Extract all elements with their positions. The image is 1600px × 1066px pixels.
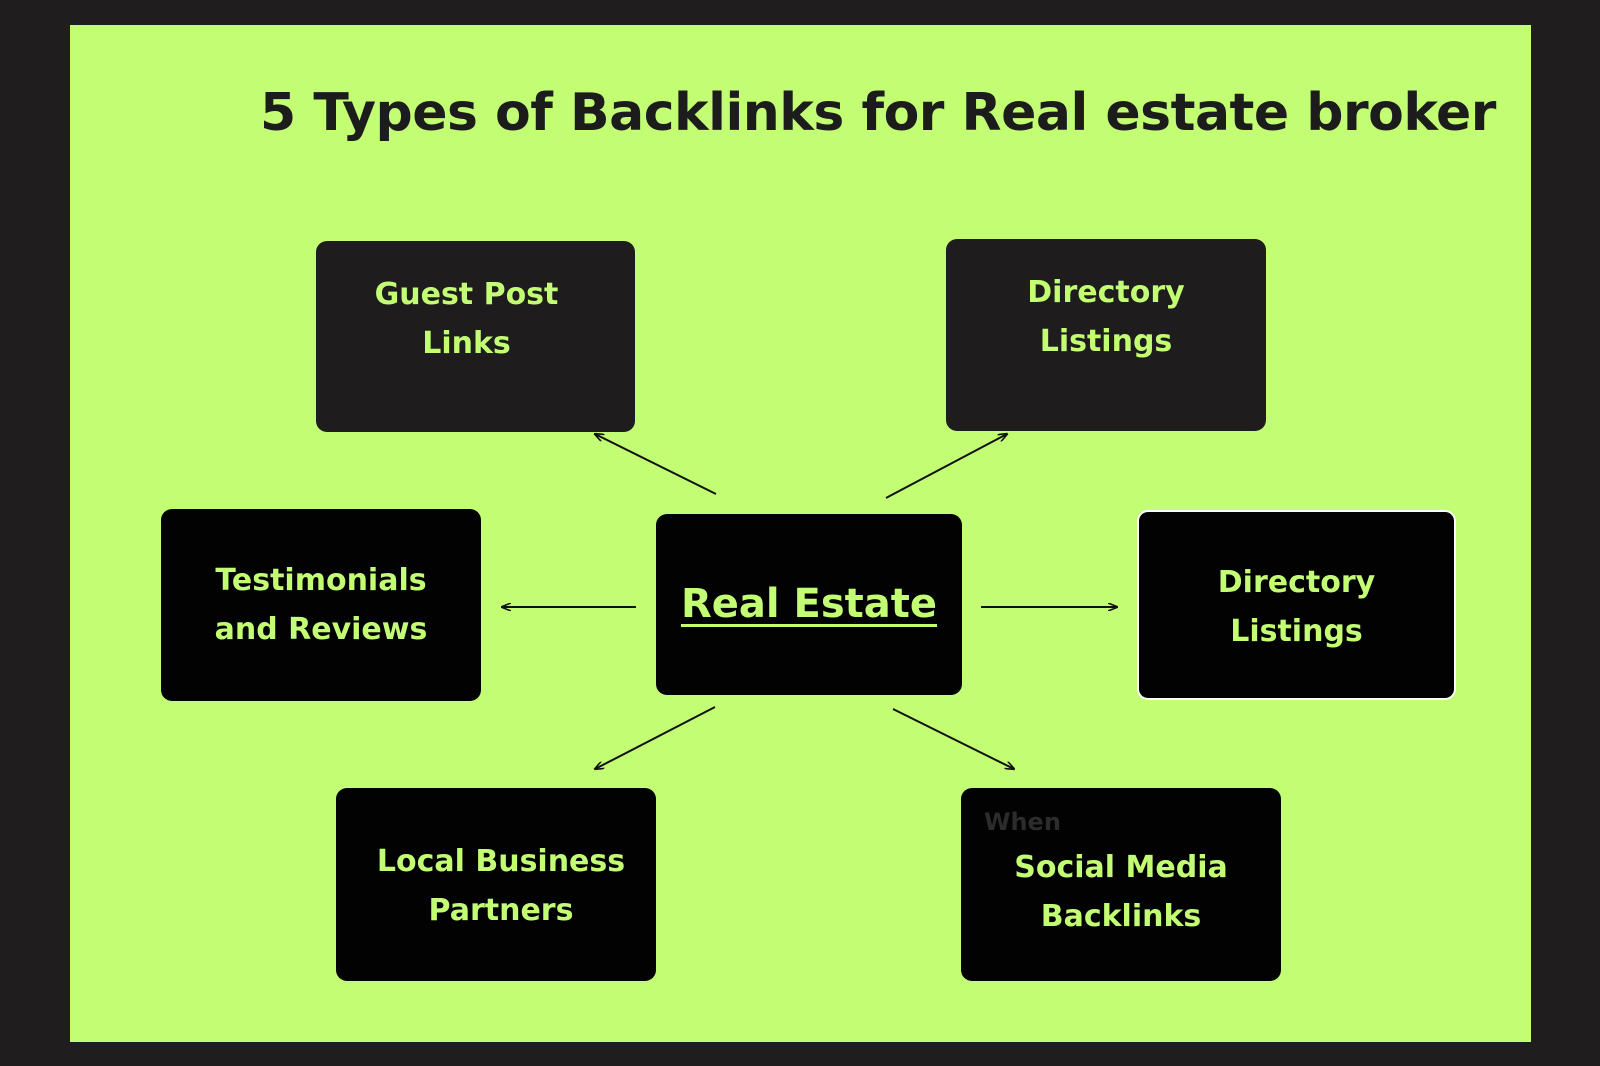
arrow-to-local-business bbox=[595, 706, 716, 769]
diagram-canvas: 5 Types of Backlinks for Real estate bro… bbox=[70, 25, 1531, 1042]
ghost-text: When bbox=[984, 808, 1061, 836]
node-local-business-label: Local Business Partners bbox=[376, 843, 626, 928]
node-testimonials-label: Testimonials and Reviews bbox=[214, 563, 428, 647]
node-real-estate-center: Real Estate bbox=[656, 514, 962, 695]
arrow-to-directory-top bbox=[885, 434, 1007, 499]
node-guest-post: Guest Post Links bbox=[316, 241, 635, 432]
node-local-business: Local Business Partners bbox=[336, 788, 656, 981]
node-real-estate-label: Real Estate bbox=[680, 581, 938, 627]
connector-arrows bbox=[70, 25, 1531, 1042]
node-directory-listings-right-label: Directory Listings bbox=[1217, 565, 1376, 649]
node-directory-listings-top-label: Directory Listings bbox=[1027, 275, 1185, 359]
node-social-media: Social Media Backlinks bbox=[961, 788, 1281, 981]
node-testimonials: Testimonials and Reviews bbox=[161, 509, 481, 701]
node-guest-post-label: Guest Post Links bbox=[374, 277, 559, 361]
node-social-media-label: Social Media Backlinks bbox=[1014, 849, 1228, 934]
node-directory-listings-top: Directory Listings bbox=[946, 239, 1266, 431]
diagram-title: 5 Types of Backlinks for Real estate bro… bbox=[260, 83, 1496, 143]
node-directory-listings-right: Directory Listings bbox=[1137, 510, 1456, 700]
arrow-to-guest-post bbox=[595, 434, 717, 495]
arrow-to-social-media bbox=[892, 708, 1014, 769]
